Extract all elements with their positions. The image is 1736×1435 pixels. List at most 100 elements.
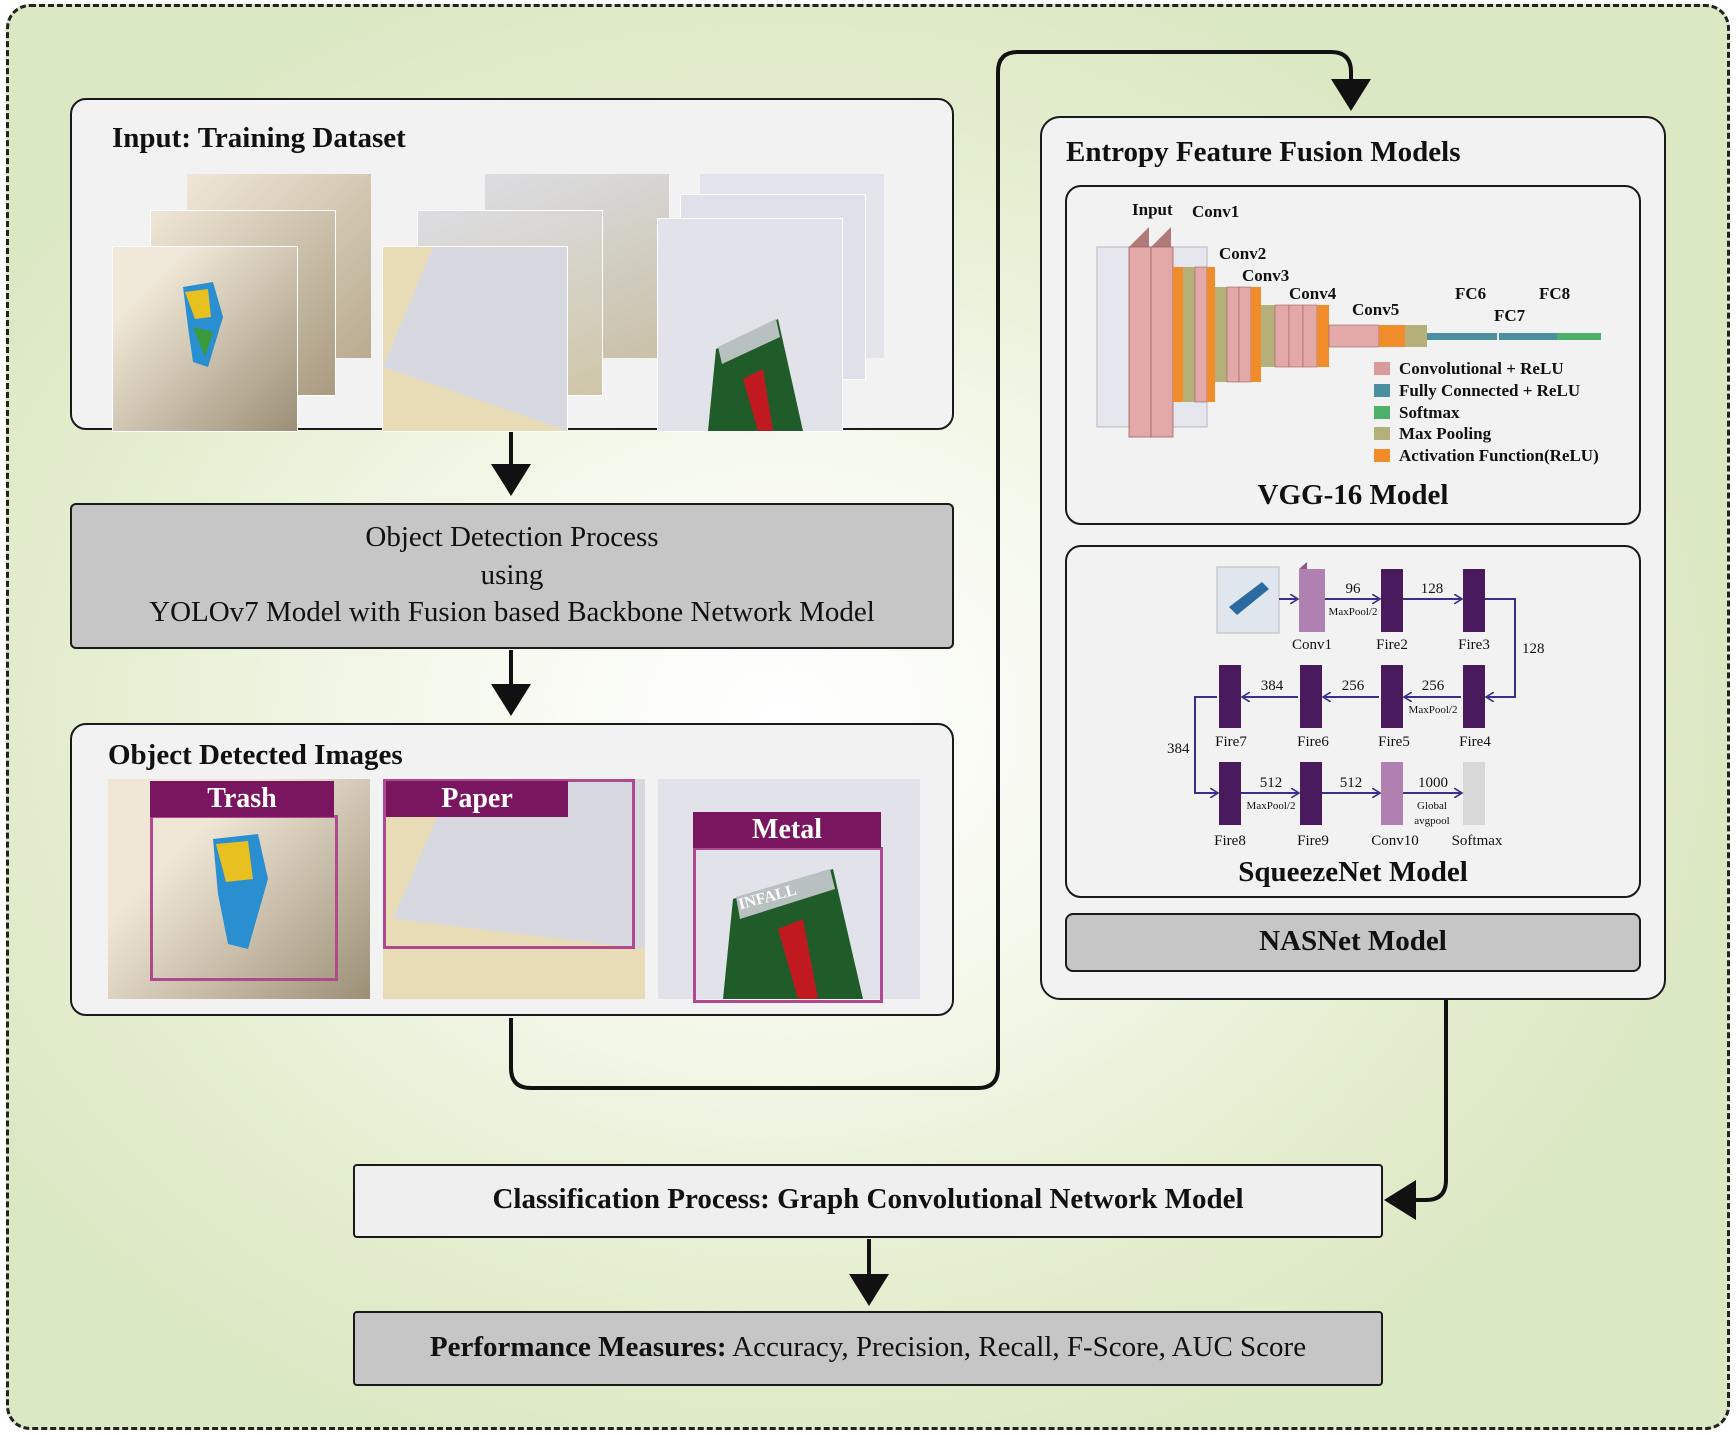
input-dataset-panel: Input: Training Dataset [70, 98, 954, 432]
vgg-conv3-block [1215, 286, 1261, 383]
crumpled-wrapper-icon [213, 834, 268, 949]
node-label: Fire9 [1297, 833, 1329, 849]
legend-label: Softmax [1399, 403, 1460, 422]
paper-image-front [382, 246, 568, 432]
metal-bounding-box [693, 847, 883, 1003]
edge-label: 384 [1167, 741, 1190, 757]
avgpool-note: Global [1417, 800, 1447, 812]
performance-measures-box: Performance Measures: Accuracy, Precisio… [353, 1311, 1383, 1386]
fire5-block [1381, 665, 1403, 728]
vgg-label-fc6: FC6 [1455, 284, 1486, 303]
node-label: Fire3 [1458, 637, 1490, 653]
conv1-block-face [1299, 569, 1325, 632]
vgg16-architecture: Input Conv1 Conv2 Conv3 Conv4 Conv5 FC6 … [1096, 200, 1601, 511]
arrow-fusion-to-classification [1384, 1000, 1448, 1220]
vgg-label-conv4: Conv4 [1289, 284, 1337, 303]
arrow-detected-to-fusion [509, 50, 1371, 1090]
edge-label: 256 [1422, 678, 1445, 694]
legend-label: Fully Connected + ReLU [1399, 381, 1580, 400]
fire8-block [1219, 762, 1241, 825]
vgg-conv5-block [1328, 324, 1427, 348]
fire4-block [1463, 665, 1485, 728]
edge-label: 96 [1346, 581, 1362, 597]
paper-sheet-icon [383, 247, 567, 431]
performance-line: Performance Measures: Accuracy, Precisio… [355, 1331, 1381, 1364]
bottle-icon [1229, 582, 1269, 615]
detection-line-1: Object Detection Process [365, 521, 659, 553]
squeezenet-model-box: 96 128 128 256 256 384 384 512 512 1000 … [1065, 545, 1641, 898]
edge-label: 512 [1340, 775, 1363, 791]
object-detection-process-box: Object Detection Process using YOLOv7 Mo… [70, 503, 954, 649]
edge-label: 384 [1261, 678, 1284, 694]
vgg-label-conv3: Conv3 [1242, 266, 1289, 285]
metal-label: Metal [693, 812, 881, 848]
object-detected-images-panel: Object Detected Images INFALL Trash Pape… [70, 723, 954, 1016]
edge-label: 256 [1342, 678, 1365, 694]
node-label: Fire4 [1459, 734, 1491, 750]
fire9-block [1300, 762, 1322, 825]
legend-label: Activation Function(ReLU) [1399, 446, 1599, 465]
vgg-fc-block [1427, 333, 1601, 340]
vgg-label-conv2: Conv2 [1219, 244, 1266, 263]
vgg-conv1-block [1128, 227, 1174, 438]
edge-label: 128 [1421, 581, 1444, 597]
squeezenet-architecture: 96 128 128 256 256 384 384 512 512 1000 … [1167, 562, 1545, 888]
edge-label: 1000 [1418, 775, 1448, 791]
fire7-block [1219, 665, 1241, 728]
panel-title: Object Detected Images [108, 739, 403, 771]
vgg-label-input: Input [1132, 200, 1173, 219]
edge-label: 128 [1522, 641, 1545, 657]
avgpool-note: avgpool [1414, 815, 1449, 827]
vgg-model-title: VGG-16 Model [1258, 479, 1449, 511]
crumpled-wrapper-icon [183, 282, 223, 367]
squeezenet-model-title: SqueezeNet Model [1238, 856, 1468, 888]
performance-label: Performance Measures: [429, 1331, 727, 1363]
nasnet-model-box: NASNet Model [1065, 913, 1641, 972]
paper-bounding-box [383, 779, 635, 949]
metal-image-front [657, 218, 843, 432]
vgg-label-conv1: Conv1 [1192, 202, 1239, 221]
legend-label: Convolutional + ReLU [1399, 359, 1564, 378]
legend-swatch [1374, 406, 1390, 419]
fire2-block [1381, 569, 1403, 632]
legend-swatch [1374, 449, 1390, 462]
legend-swatch [1374, 384, 1390, 397]
trash-image-front [112, 246, 298, 432]
node-label: Fire5 [1378, 734, 1410, 750]
detection-line-2: using [480, 559, 544, 591]
detection-line-3: YOLOv7 Model with Fusion based Backbone … [149, 596, 875, 628]
soda-can-icon [723, 869, 863, 999]
node-label: Fire7 [1215, 734, 1247, 750]
legend-swatch [1374, 362, 1390, 375]
edge [1485, 598, 1516, 697]
node-label: Fire8 [1214, 833, 1246, 849]
legend-swatch [1374, 427, 1390, 440]
soda-can-icon [708, 319, 803, 431]
vgg-label-fc8: FC8 [1539, 284, 1570, 303]
trash-bounding-box [150, 815, 338, 981]
softmax-block [1463, 762, 1485, 825]
panel-title: Entropy Feature Fusion Models [1066, 136, 1461, 168]
performance-metrics: Accuracy, Precision, Recall, F-Score, AU… [732, 1331, 1307, 1363]
maxpool-note: MaxPool/2 [1409, 704, 1458, 716]
trash-label: Trash [150, 781, 334, 817]
maxpool-note: MaxPool/2 [1247, 800, 1296, 812]
vgg-conv4-block [1261, 304, 1329, 368]
node-label: Fire2 [1376, 637, 1408, 653]
edge-label: 512 [1260, 775, 1283, 791]
vgg-conv2-block [1173, 266, 1215, 403]
classification-title: Classification Process: Graph Convolutio… [492, 1183, 1244, 1215]
classification-process-box: Classification Process: Graph Convolutio… [353, 1164, 1383, 1238]
node-label: Conv10 [1371, 833, 1419, 849]
maxpool-note: MaxPool/2 [1329, 606, 1378, 618]
node-label: Fire6 [1297, 734, 1329, 750]
vgg-legend: Convolutional + ReLU Fully Connected + R… [1374, 359, 1599, 465]
paper-label: Paper [386, 781, 568, 817]
fire6-block [1300, 665, 1322, 728]
conv10-block [1381, 762, 1403, 825]
vgg16-model-box: Input Conv1 Conv2 Conv3 Conv4 Conv5 FC6 … [1065, 185, 1641, 525]
vgg-label-fc7: FC7 [1494, 306, 1526, 325]
nasnet-model-title: NASNet Model [1259, 925, 1447, 957]
